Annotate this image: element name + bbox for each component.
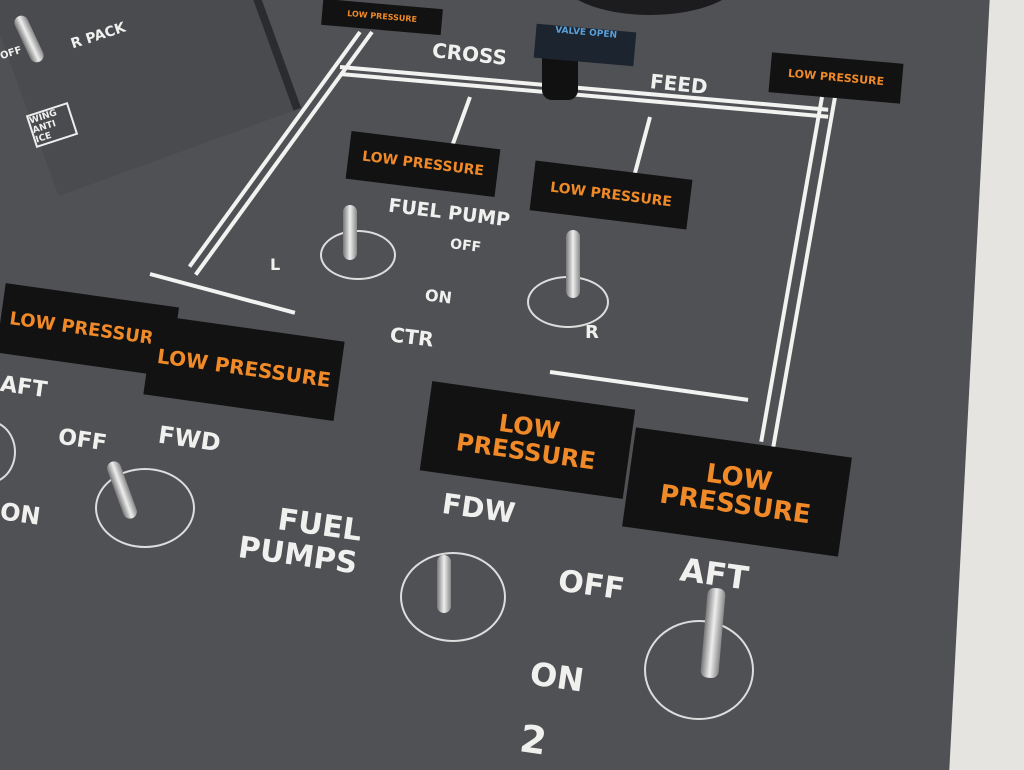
on-label: ON [527, 654, 587, 700]
fuel-pump-l-label: L [270, 255, 281, 274]
switch-ring [95, 468, 195, 548]
fuel-pump-l-toggle[interactable] [343, 205, 357, 260]
switch-ring [400, 552, 506, 642]
switch-ring [320, 230, 396, 280]
on-left-label: ON [0, 497, 43, 531]
fuel-pump-on-label: ON [423, 285, 454, 308]
fuel-pump-r-label: R [585, 322, 599, 343]
switch-ring [644, 620, 754, 720]
fdw-pump-toggle[interactable] [437, 555, 451, 613]
fuel-pump-ctr-label: CTR [388, 322, 436, 352]
fuel-pump-r-toggle[interactable] [566, 230, 580, 298]
